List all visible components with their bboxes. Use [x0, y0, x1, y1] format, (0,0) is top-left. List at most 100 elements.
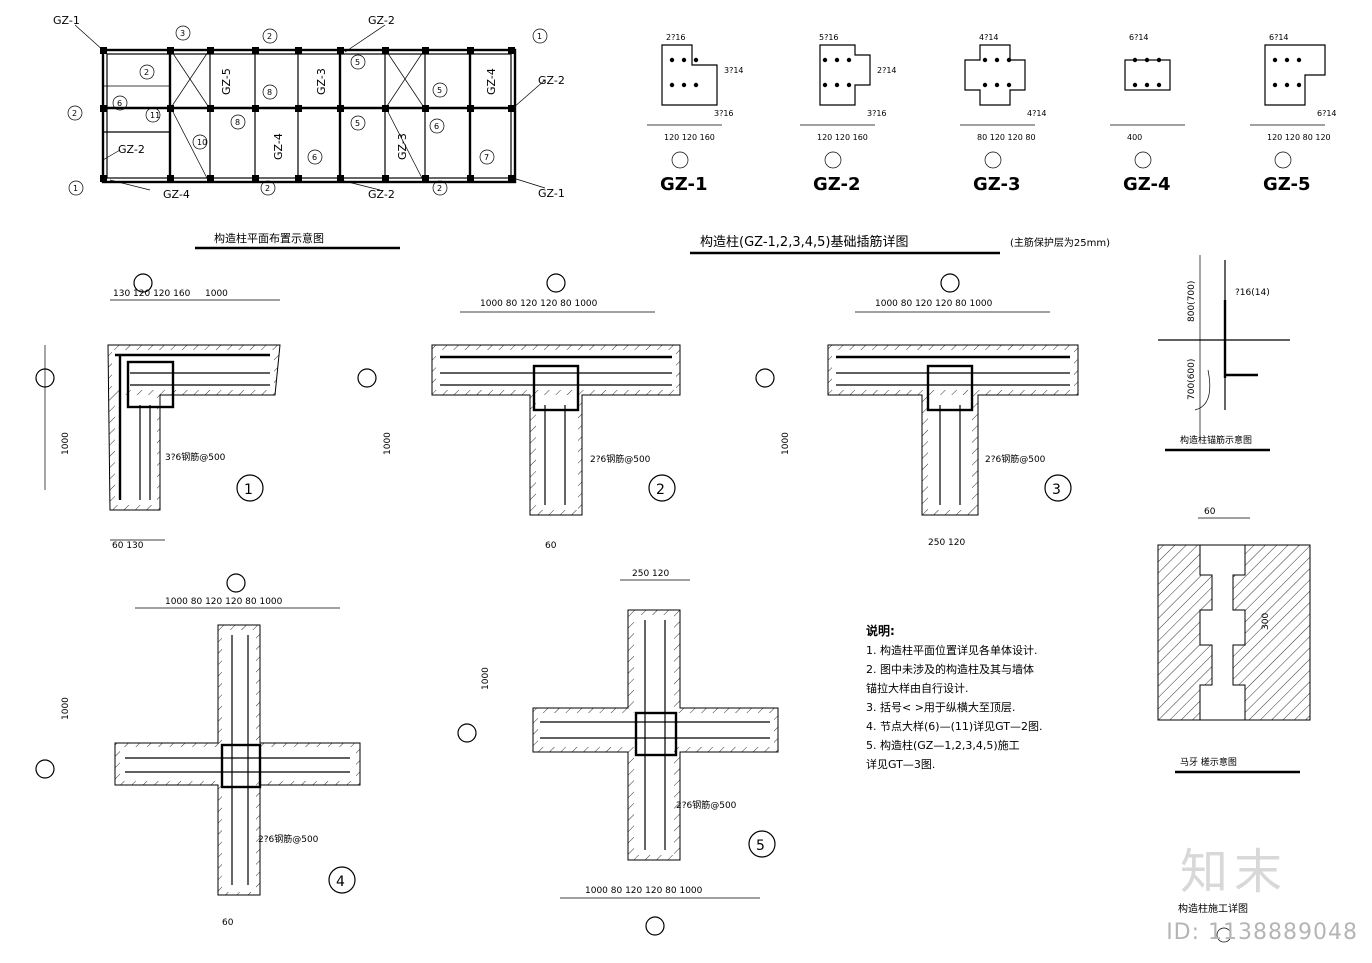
horse-gap: 60	[1204, 507, 1216, 517]
plan-callout-num: 1	[537, 32, 542, 41]
d1-num: 1	[244, 482, 253, 498]
d1-len: 1000	[205, 289, 228, 299]
plan-callout-num: 6	[312, 153, 317, 162]
plan-column-mark	[422, 105, 429, 112]
plan-column-mark	[167, 105, 174, 112]
plan-callout-num: 1	[73, 184, 78, 193]
footer-circle	[1216, 927, 1232, 943]
section-bot-label: 6?14	[1317, 109, 1337, 118]
section-top-label: 6?14	[1269, 33, 1289, 42]
plan-callout-circle	[175, 25, 191, 41]
plan-callout-num: 6	[434, 122, 439, 131]
plan-column-mark	[167, 175, 174, 182]
anchor-detail: ?16(14) 800(700) 700(600) 构造柱锚筋示意图	[1158, 255, 1290, 452]
plan-callout-circle	[67, 105, 83, 121]
horse-d: 300	[1261, 613, 1271, 630]
plan-layout: GZ-1 GZ-2 GZ-2 GZ-2 GZ-4 GZ-2 GZ-1 GZ-5 …	[53, 14, 565, 201]
plan-label-gz2-left: GZ-2	[118, 143, 145, 156]
plan-callout-circle	[145, 107, 161, 123]
plan-column-mark	[467, 175, 474, 182]
plan-callout-num: 8	[235, 118, 240, 127]
sections-title: 构造柱(GZ-1,2,3,4,5)基础插筋详图	[700, 234, 908, 250]
section-name: GZ-4	[1123, 174, 1171, 195]
d3-bar: 2?6钢筋@500	[985, 453, 1046, 465]
sections-note: (主筋保护层为25mm)	[1010, 236, 1110, 249]
plan-callout-num: 5	[355, 58, 360, 67]
section-bot-label: 4?14	[1027, 109, 1047, 118]
section-dims: 120 120 160	[817, 133, 868, 142]
plan-callout-num: 8	[267, 88, 272, 97]
d5-side: 1000	[481, 667, 491, 690]
anchor-title: 构造柱锚筋示意图	[1180, 434, 1252, 446]
anchor-d1: 800(700)	[1187, 281, 1197, 322]
plan-column-mark	[100, 175, 107, 182]
d4-bot-dims: 60	[222, 918, 234, 928]
section-name: GZ-2	[813, 174, 861, 195]
plan-callout-circle	[230, 114, 246, 130]
plan-callout-num: 5	[437, 86, 442, 95]
section-bot-label: 3?16	[867, 109, 887, 118]
section-top-label: 4?14	[979, 33, 999, 42]
section-dims: 120 120 160	[664, 133, 715, 142]
plan-callout-circle	[307, 149, 323, 165]
detail-5: 250 120 2?6钢筋@500 1000 1000 80 120 120 8…	[457, 569, 779, 936]
plan-label-gz1-bot: GZ-1	[538, 187, 565, 200]
d5-bar: 2?6钢筋@500	[676, 799, 737, 811]
horse-tooth-detail: 60 300 马牙 槎示意图	[1157, 507, 1311, 774]
plan-column-mark	[467, 105, 474, 112]
plan-callout-circle	[532, 28, 548, 44]
d1-top-dims: 130 120 120 160	[113, 289, 191, 299]
d1-bar: 3?6钢筋@500	[165, 451, 226, 463]
section-top-label: 6?14	[1129, 33, 1149, 42]
d4-num: 4	[336, 874, 345, 890]
plan-column-mark	[337, 105, 344, 112]
plan-title: 构造柱平面布置示意图	[214, 231, 324, 245]
plan-callout-num: 2	[144, 68, 149, 77]
d3-top-dims: 1000 80 120 120 80 1000	[875, 299, 993, 309]
plan-callout-circle	[429, 118, 445, 134]
detail-1: 130 120 120 160 1000 3?6钢筋@500 1000 60 1…	[35, 273, 281, 551]
section-mid-label: 3?14	[724, 66, 744, 75]
plan-column-mark	[382, 105, 389, 112]
d5-top-dims: 250 120	[632, 569, 669, 579]
note-5b: 详见GT—3图.	[866, 758, 936, 771]
d1-side: 1000	[61, 432, 71, 455]
d1-bot-dims: 60 130	[112, 541, 144, 551]
plan-callout-num: 10	[197, 138, 207, 147]
plan-column-mark	[207, 105, 214, 112]
plan-callout-num: 6	[117, 99, 122, 108]
horse-title: 马牙 槎示意图	[1180, 756, 1237, 768]
plan-label-gz3-bot: GZ-3	[396, 133, 409, 160]
plan-label-gz4-mid: GZ-4	[272, 133, 285, 160]
d3-bot-dims: 250 120	[928, 538, 965, 548]
section-name: GZ-3	[973, 174, 1021, 195]
plan-label-gz1-top: GZ-1	[53, 14, 80, 27]
plan-column-mark	[337, 175, 344, 182]
section-top-label: 2?16	[666, 33, 686, 42]
plan-label-gz2-bot: GZ-2	[368, 188, 395, 201]
plan-label-gz2-top: GZ-2	[368, 14, 395, 27]
plan-column-mark	[295, 175, 302, 182]
plan-column-mark	[167, 47, 174, 54]
d4-top-dims: 1000 80 120 120 80 1000	[165, 597, 283, 607]
section-dims: 400	[1127, 133, 1142, 142]
image-id: ID: 1138889048	[1166, 920, 1358, 945]
plan-label-gz4-bot: GZ-4	[163, 188, 190, 201]
plan-column-mark	[508, 47, 515, 54]
plan-callout-num: 2	[265, 184, 270, 193]
plan-column-mark	[382, 47, 389, 54]
plan-callout-num: 5	[355, 119, 360, 128]
note-3: 3. 括号< >用于纵横大至顶层.	[866, 701, 1016, 714]
notes-block: 说明: 1. 构造柱平面位置详见各单体设计. 2. 图中未涉及的构造柱及其与墙体…	[866, 622, 1043, 774]
plan-callout-circle	[262, 84, 278, 100]
plan-column-mark	[467, 47, 474, 54]
plan-callout-num: 11	[150, 111, 160, 120]
plan-label-gz2-right: GZ-2	[538, 74, 565, 87]
plan-label-gz5: GZ-5	[220, 68, 233, 95]
plan-callout-circle	[350, 115, 366, 131]
